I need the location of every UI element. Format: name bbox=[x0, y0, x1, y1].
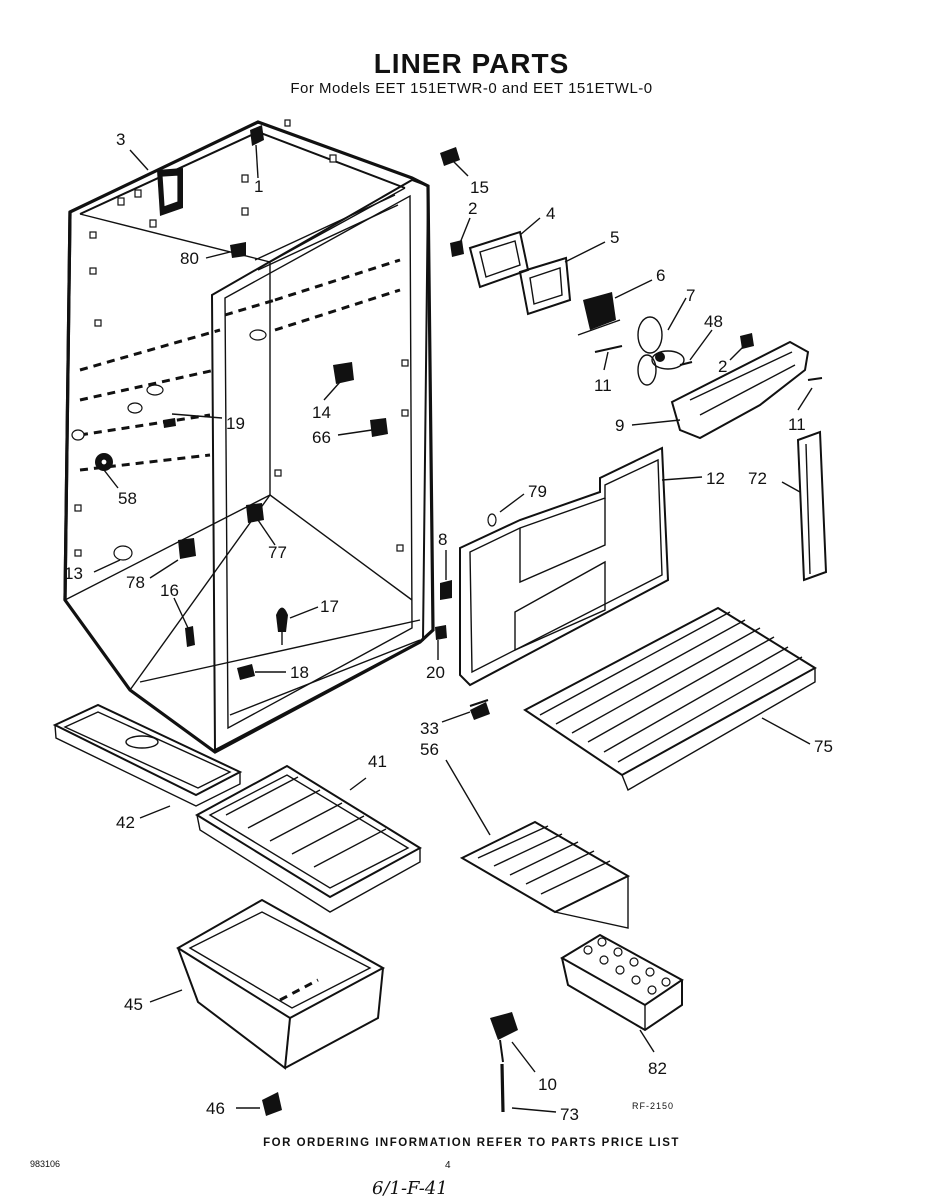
part-label: 18 bbox=[290, 663, 309, 682]
part-label: 79 bbox=[528, 482, 547, 501]
part-label: 15 bbox=[470, 178, 489, 197]
part-label: 17 bbox=[320, 597, 339, 616]
leader-lines bbox=[93, 144, 813, 1113]
part-label: 78 bbox=[126, 573, 145, 592]
wire-shelf-small bbox=[459, 820, 631, 929]
part-label: 45 bbox=[124, 995, 143, 1014]
part-label: 2 bbox=[468, 199, 477, 218]
part-label: 80 bbox=[180, 249, 199, 268]
page-subtitle: For Models EET 151ETWR-0 and EET 151ETWL… bbox=[290, 80, 653, 97]
part-label: 8 bbox=[438, 530, 447, 549]
ice-cube-tray bbox=[560, 933, 684, 1032]
part-label: 72 bbox=[748, 469, 767, 488]
part-label: 6 bbox=[656, 266, 665, 285]
part-label: 16 bbox=[160, 581, 179, 600]
handwritten-note: 6/1-F-41 bbox=[372, 1178, 448, 1199]
part-label: 3 bbox=[116, 130, 125, 149]
part-label: 13 bbox=[64, 564, 83, 583]
part-label: 20 bbox=[426, 663, 445, 682]
reference-code: RF-2150 bbox=[632, 1101, 675, 1111]
part-label: 9 bbox=[615, 416, 624, 435]
part-label: 2 bbox=[718, 357, 727, 376]
part-label: 82 bbox=[648, 1059, 667, 1078]
trays-and-pans bbox=[52, 703, 422, 1116]
fan-assembly bbox=[440, 147, 823, 440]
part-label: 33 bbox=[420, 719, 439, 738]
ordering-info-footer: FOR ORDERING INFORMATION REFER TO PARTS … bbox=[263, 1137, 680, 1149]
part-label: 75 bbox=[814, 737, 833, 756]
drain-parts bbox=[470, 702, 518, 1113]
document-number: 983106 bbox=[30, 1159, 61, 1169]
part-label: 46 bbox=[206, 1099, 225, 1118]
part-label: 48 bbox=[704, 312, 723, 331]
page-number: 4 bbox=[445, 1160, 451, 1171]
part-label: 4 bbox=[546, 204, 555, 223]
part-label: 73 bbox=[560, 1105, 579, 1124]
part-label: 10 bbox=[538, 1075, 557, 1094]
part-label: 1 bbox=[254, 177, 263, 196]
part-label: 58 bbox=[118, 489, 137, 508]
part-labels: 3 1 80 15 2 4 5 6 7 48 2 11 9 11 19 14 6… bbox=[64, 130, 833, 1124]
part-label: 42 bbox=[116, 813, 135, 832]
liner-cabinet bbox=[63, 119, 435, 754]
part-label: 7 bbox=[686, 286, 695, 305]
part-label: 11 bbox=[788, 415, 806, 434]
part-label: 5 bbox=[610, 228, 619, 247]
part-label: 19 bbox=[226, 414, 245, 433]
part-label: 41 bbox=[368, 752, 387, 771]
part-label: 14 bbox=[312, 403, 331, 422]
page-title: LINER PARTS bbox=[373, 48, 570, 79]
wire-shelf-large bbox=[523, 606, 817, 792]
part-label: 66 bbox=[312, 428, 331, 447]
part-label: 12 bbox=[706, 469, 725, 488]
evaporator-cover-panel bbox=[435, 430, 828, 707]
part-label: 77 bbox=[268, 543, 287, 562]
part-label: 56 bbox=[420, 740, 439, 759]
part-label: 11 bbox=[594, 376, 612, 395]
